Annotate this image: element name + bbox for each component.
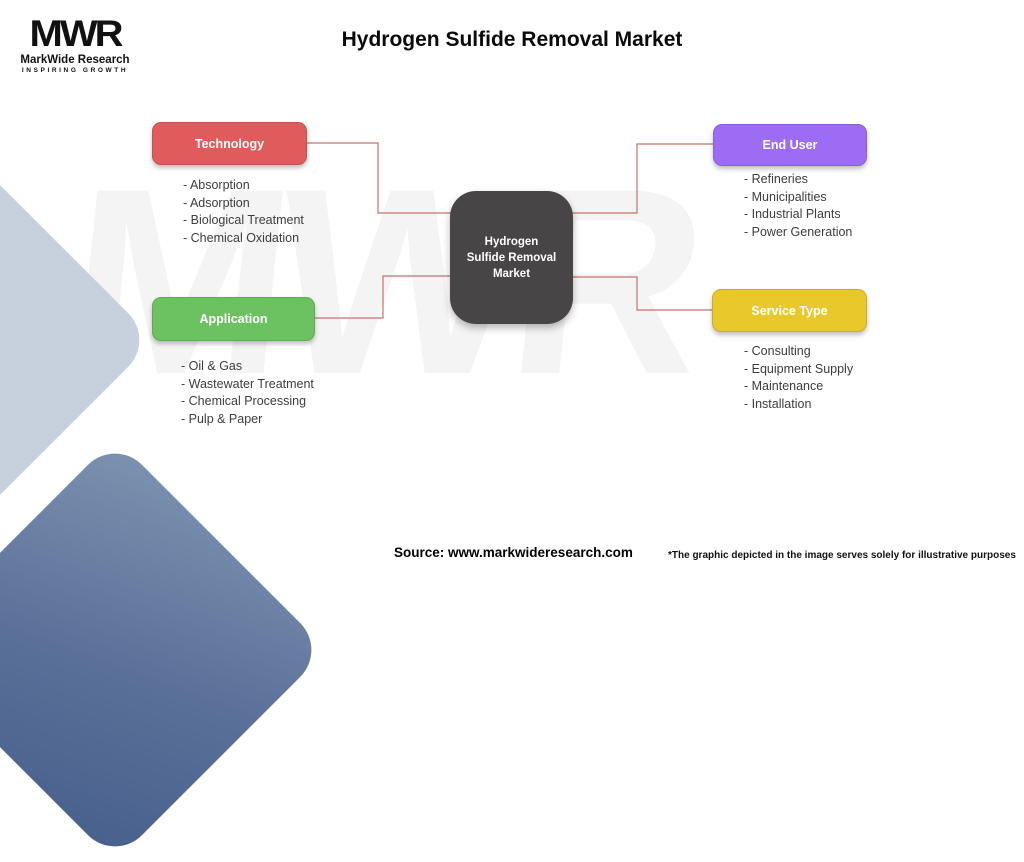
connector-technology-to-center: [307, 142, 452, 214]
category-list-end-user: - Refineries - Municipalities - Industri…: [744, 171, 852, 241]
category-label-end-user: End User: [762, 138, 818, 152]
list-item: - Installation: [744, 396, 812, 411]
category-box-service-type: Service Type: [712, 289, 867, 332]
list-item: - Industrial Plants: [744, 207, 841, 221]
list-item: - Biological Treatment: [183, 213, 304, 227]
connector-application-to-center: [315, 275, 452, 319]
list-item: - Absorption: [183, 178, 250, 192]
category-box-technology: Technology: [152, 122, 307, 165]
connector-lines: [307, 142, 713, 319]
category-list-technology: - Absorption - Adsorption - Biological T…: [183, 177, 304, 247]
infographic-canvas: { "logo": { "acronym": "MWR", "name": "M…: [0, 12, 1016, 862]
list-item: - Maintenance: [744, 379, 824, 393]
center-node: Hydrogen Sulfide Removal Market: [450, 191, 573, 324]
category-label-service-type: Service Type: [751, 303, 828, 318]
list-item: - Chemical Oxidation: [183, 230, 300, 245]
source-text: Source: www.markwideresearch.com: [394, 545, 633, 560]
logo-tagline: INSPIRING GROWTH: [21, 67, 129, 74]
category-label-application: Application: [199, 312, 268, 326]
list-item: - Adsorption: [183, 195, 250, 210]
list-item: - Wastewater Treatment: [181, 376, 314, 391]
category-box-application: Application: [152, 297, 315, 341]
list-item: - Municipalities: [744, 189, 827, 204]
list-item: - Refineries: [744, 172, 808, 186]
page-title: Hydrogen Sulfide Removal Market: [341, 28, 683, 51]
category-list-service-type: - Consulting - Equipment Supply - Mainte…: [744, 343, 853, 413]
list-item: - Chemical Processing: [181, 394, 307, 408]
category-box-end-user: End User: [713, 124, 867, 166]
disclaimer-text: *The graphic depicted in the image serve…: [668, 550, 1016, 561]
list-item: - Consulting: [744, 344, 811, 358]
list-item: - Equipment Supply: [744, 361, 854, 376]
markwide-logo: MWR MarkWide Research INSPIRING GROWTH: [20, 12, 130, 74]
connector-center-to-service-type: [571, 276, 712, 311]
list-item: - Power Generation: [744, 224, 853, 239]
connector-center-to-end-user: [571, 143, 713, 214]
center-node-label: Hydrogen Sulfide Removal Market: [466, 235, 557, 280]
category-label-technology: Technology: [194, 136, 265, 151]
list-item: - Pulp & Paper: [181, 411, 263, 426]
logo-company-name: MarkWide Research: [20, 54, 130, 66]
logo-mwr-mark: MWR: [29, 13, 124, 55]
list-item: - Oil & Gas: [181, 359, 243, 373]
category-list-application: - Oil & Gas - Wastewater Treatment - Che…: [181, 358, 314, 428]
